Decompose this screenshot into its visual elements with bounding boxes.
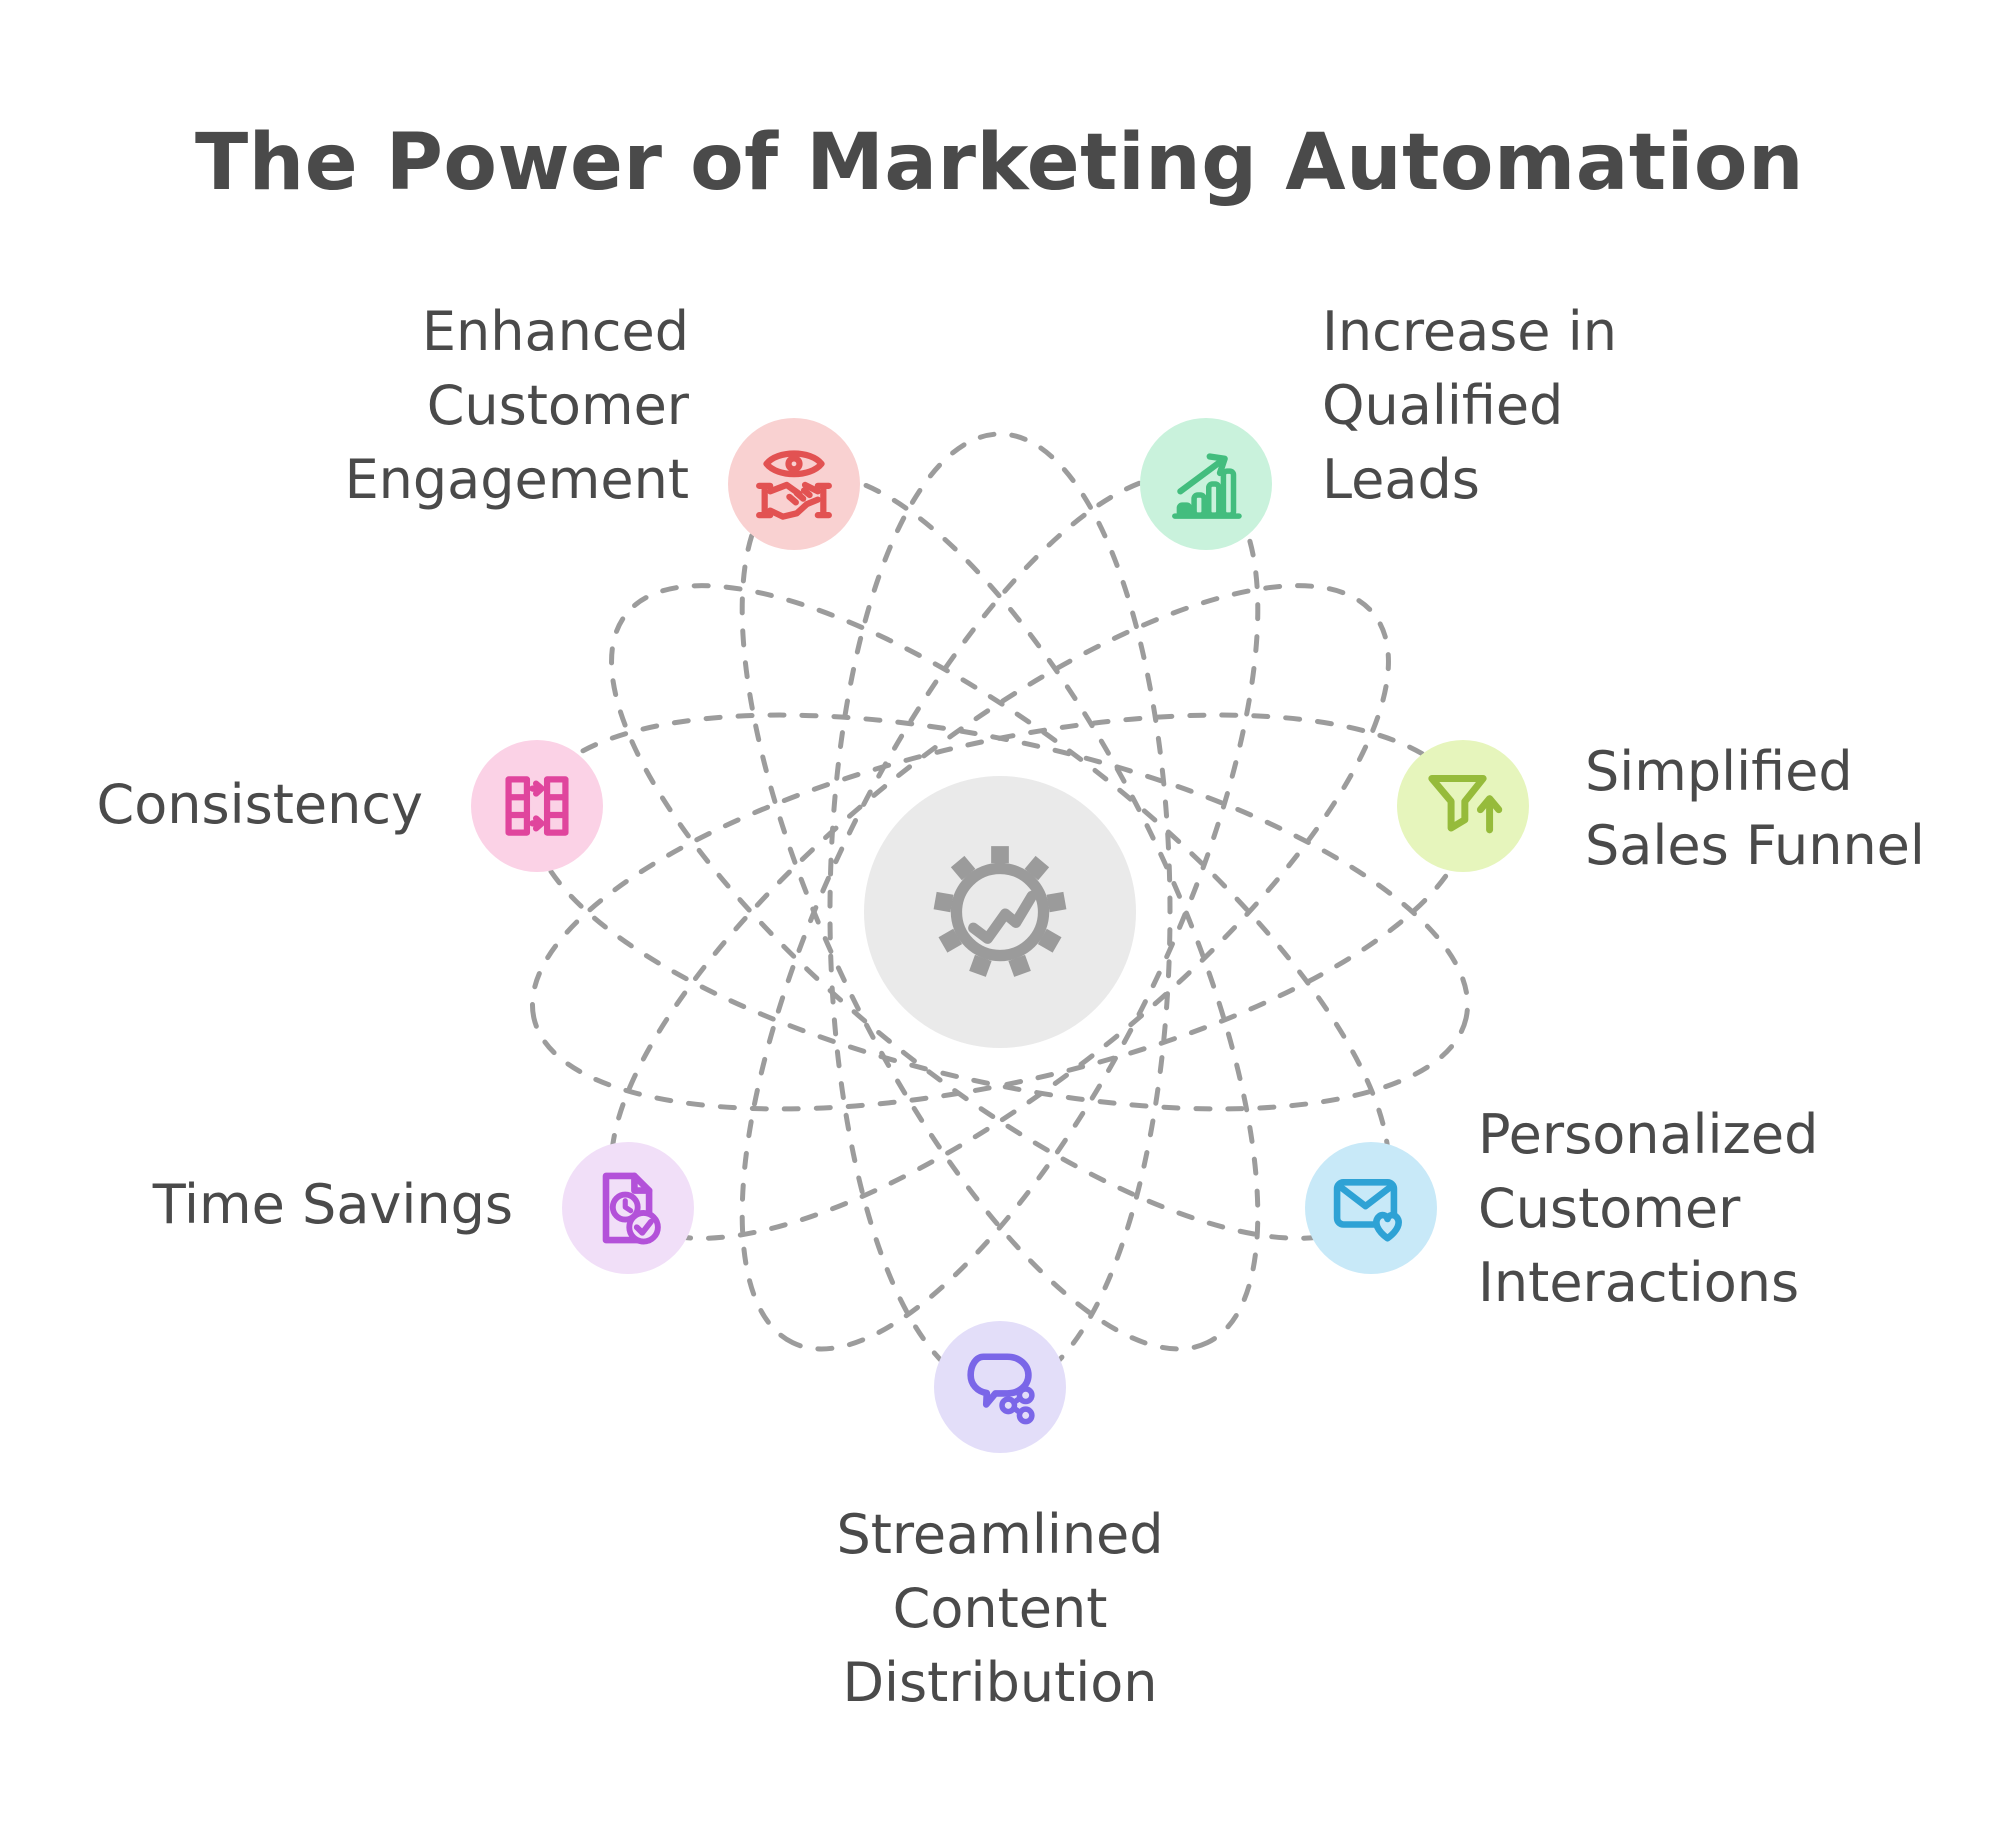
node-circle-simplified-sales-funnel — [1397, 740, 1529, 872]
label-enhanced-customer-engagement: Enhanced Customer Engagement — [344, 300, 689, 511]
speech-bubble-share-icon — [967, 1353, 1035, 1425]
page-title: The Power of Marketing Automation — [194, 118, 1805, 208]
document-clock-check-icon — [602, 1172, 661, 1245]
node-circle-enhanced-customer-engagement — [728, 418, 860, 550]
center-circle — [864, 776, 1136, 1048]
label-increase-in-qualified-leads: Increase in Qualified Leads — [1322, 300, 1617, 511]
gear-trendline-icon — [933, 846, 1067, 977]
node-circle-consistency — [471, 740, 603, 872]
label-streamlined-content-distribution: Streamlined Content Distribution — [836, 1503, 1164, 1714]
sync-columns-icon — [505, 776, 569, 836]
node-circle-personalized-customer-interactions — [1305, 1142, 1437, 1274]
label-time-savings: Time Savings — [152, 1173, 513, 1236]
node-circle-increase-in-qualified-leads — [1140, 418, 1272, 550]
orbit-ellipse — [739, 472, 1261, 1352]
label-simplified-sales-funnel: Simplified Sales Funnel — [1585, 740, 1925, 877]
node-circle-time-savings — [562, 1142, 694, 1274]
funnel-up-arrow-icon — [1428, 775, 1503, 834]
orbit-ellipse — [529, 712, 1471, 1112]
orbit-ellipse — [529, 712, 1471, 1112]
node-circle-streamlined-content-distribution — [934, 1321, 1066, 1453]
orbit-ellipse — [739, 472, 1261, 1352]
label-consistency: Consistency — [96, 773, 423, 836]
growth-chart-arrow-icon — [1172, 453, 1242, 519]
label-personalized-customer-interactions: Personalized Customer Interactions — [1478, 1103, 1819, 1314]
envelope-heart-icon — [1333, 1179, 1402, 1242]
eye-handshake-icon — [756, 450, 832, 520]
